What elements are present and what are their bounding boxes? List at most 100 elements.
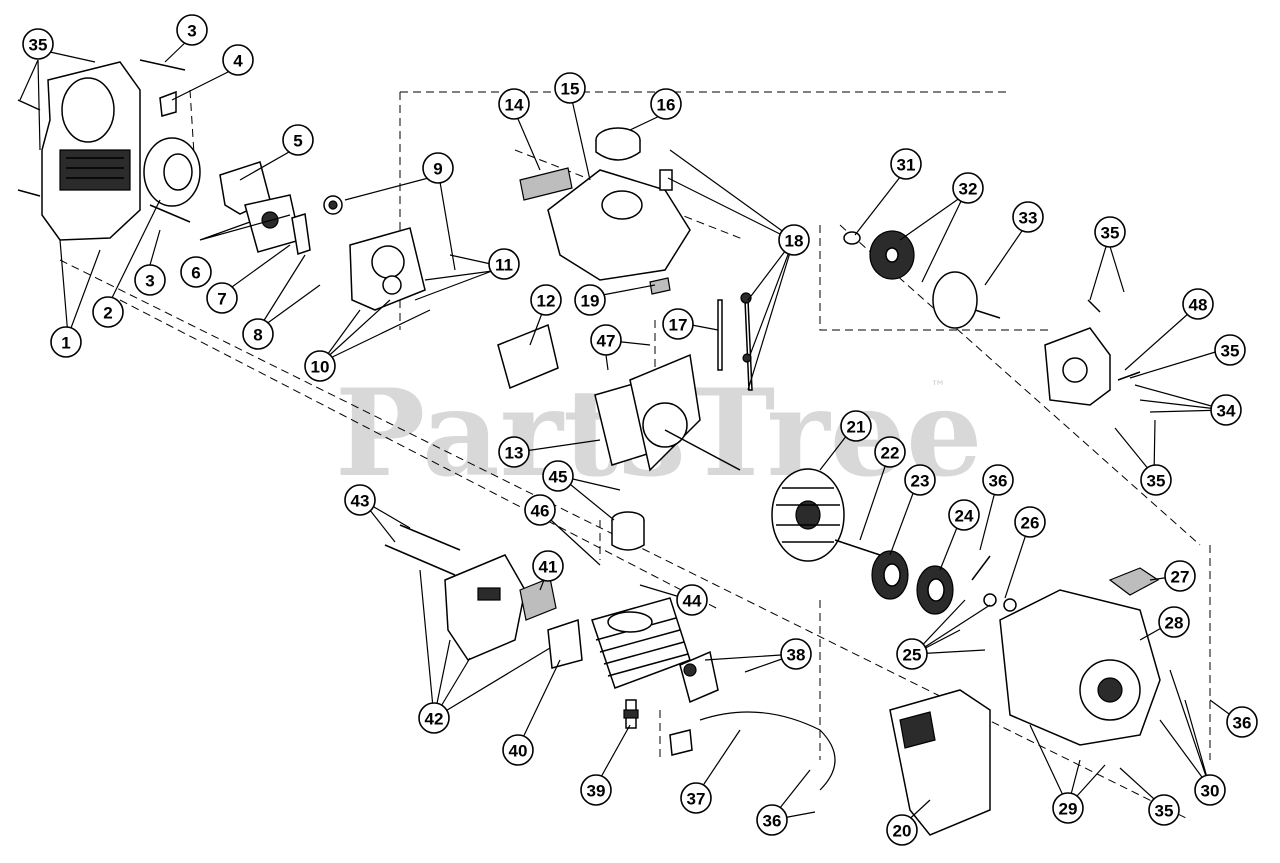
part-callout: 37 bbox=[680, 782, 712, 814]
callout-label: 2 bbox=[103, 304, 112, 323]
fuel-fitting bbox=[323, 195, 343, 215]
clutch bbox=[869, 230, 915, 280]
part-callout: 35 bbox=[22, 28, 54, 60]
fuel-line bbox=[717, 299, 723, 371]
parts bbox=[17, 59, 1161, 836]
part-callout: 8 bbox=[242, 318, 274, 350]
part-callout: 13 bbox=[498, 436, 530, 468]
part-callout: 3 bbox=[134, 264, 166, 296]
part-callout: 36 bbox=[1226, 706, 1258, 738]
part-callout: 43 bbox=[344, 484, 376, 516]
callout-circle bbox=[778, 224, 810, 256]
part-callout: 30 bbox=[1194, 774, 1226, 806]
callout-circle bbox=[982, 464, 1014, 496]
callout-label: 47 bbox=[597, 332, 616, 351]
callout-label: 28 bbox=[1165, 614, 1184, 633]
callout-label: 21 bbox=[847, 418, 866, 437]
part-callout: 18 bbox=[778, 224, 810, 256]
callout-circle bbox=[1164, 560, 1196, 592]
part-callout: 35 bbox=[1094, 216, 1126, 248]
part-callout: 19 bbox=[574, 284, 606, 316]
callout-circle bbox=[1140, 464, 1172, 496]
callouts: 3534591415163132333518631112782110471719… bbox=[22, 14, 1258, 846]
callout-circle bbox=[1148, 794, 1180, 826]
part-callout: 36 bbox=[982, 464, 1014, 496]
callout-circle bbox=[1158, 606, 1190, 638]
callout-circle bbox=[498, 88, 530, 120]
callout-label: 46 bbox=[531, 502, 550, 521]
washer bbox=[843, 231, 861, 245]
recoil-spring bbox=[916, 565, 954, 615]
callout-label: 35 bbox=[1155, 802, 1174, 821]
callout-label: 23 bbox=[911, 472, 930, 491]
callout-circle bbox=[948, 499, 980, 531]
callout-circle bbox=[952, 172, 984, 204]
part-callout: 33 bbox=[1012, 201, 1044, 233]
callout-circle bbox=[1012, 201, 1044, 233]
callout-label: 35 bbox=[1221, 342, 1240, 361]
shaft-key bbox=[834, 539, 881, 556]
callout-circle bbox=[422, 152, 454, 184]
flywheel bbox=[771, 468, 845, 562]
callout-label: 35 bbox=[29, 36, 48, 55]
callout-circle bbox=[840, 410, 872, 442]
callout-circle bbox=[890, 148, 922, 180]
part-callout: 35 bbox=[1140, 464, 1172, 496]
part-callout: 17 bbox=[662, 308, 694, 340]
callout-label: 33 bbox=[1019, 209, 1038, 228]
trademark: ™ bbox=[930, 377, 946, 396]
callout-circle bbox=[1052, 792, 1084, 824]
callout-label: 8 bbox=[253, 326, 262, 345]
callout-label: 1 bbox=[61, 334, 70, 353]
fuel-cap bbox=[595, 127, 641, 161]
callout-circle bbox=[886, 814, 918, 846]
part-callout: 1 bbox=[50, 326, 82, 358]
callout-label: 14 bbox=[505, 96, 524, 115]
part-callout: 3 bbox=[176, 14, 208, 46]
part-callout: 21 bbox=[840, 410, 872, 442]
callout-label: 36 bbox=[763, 812, 782, 831]
callout-label: 16 bbox=[657, 96, 676, 115]
callout-circle bbox=[532, 550, 564, 582]
cover-screw bbox=[17, 99, 41, 111]
callout-circle bbox=[1182, 288, 1214, 320]
part-callout: 40 bbox=[502, 734, 534, 766]
part-callout: 11 bbox=[488, 248, 520, 280]
muffler-screw bbox=[384, 544, 456, 576]
crankcase bbox=[594, 353, 741, 472]
callout-circle bbox=[502, 734, 534, 766]
callout-label: 36 bbox=[989, 472, 1008, 491]
part-callout: 47 bbox=[590, 324, 622, 356]
ignition-wire bbox=[699, 711, 836, 791]
callout-label: 11 bbox=[495, 256, 513, 275]
callout-label: 13 bbox=[505, 444, 524, 463]
muffler-screw bbox=[399, 524, 461, 551]
callout-label: 19 bbox=[581, 292, 600, 311]
part-callout: 29 bbox=[1052, 792, 1084, 824]
callout-label: 36 bbox=[1233, 714, 1252, 733]
callout-circle bbox=[874, 436, 906, 468]
callout-circle bbox=[1210, 394, 1242, 426]
callout-label: 41 bbox=[539, 558, 558, 577]
callout-label: 3 bbox=[187, 22, 196, 41]
carburetor bbox=[244, 194, 301, 253]
callout-circle bbox=[304, 350, 336, 382]
callout-label: 7 bbox=[217, 290, 226, 309]
callout-label: 5 bbox=[293, 132, 302, 151]
part-callout: 5 bbox=[282, 124, 314, 156]
callout-circle bbox=[530, 284, 562, 316]
part-callout: 41 bbox=[532, 550, 564, 582]
callout-label: 17 bbox=[669, 316, 688, 335]
part-callout: 31 bbox=[890, 148, 922, 180]
air-filter-element bbox=[143, 137, 201, 207]
part-callout: 45 bbox=[542, 460, 574, 492]
rope-handle bbox=[1108, 567, 1160, 596]
callout-label: 35 bbox=[1147, 472, 1166, 491]
part-callout: 48 bbox=[1182, 288, 1214, 320]
part-callout: 25 bbox=[896, 638, 928, 670]
callout-circle bbox=[50, 326, 82, 358]
part-callout: 42 bbox=[418, 702, 450, 734]
callout-circle bbox=[344, 484, 376, 516]
